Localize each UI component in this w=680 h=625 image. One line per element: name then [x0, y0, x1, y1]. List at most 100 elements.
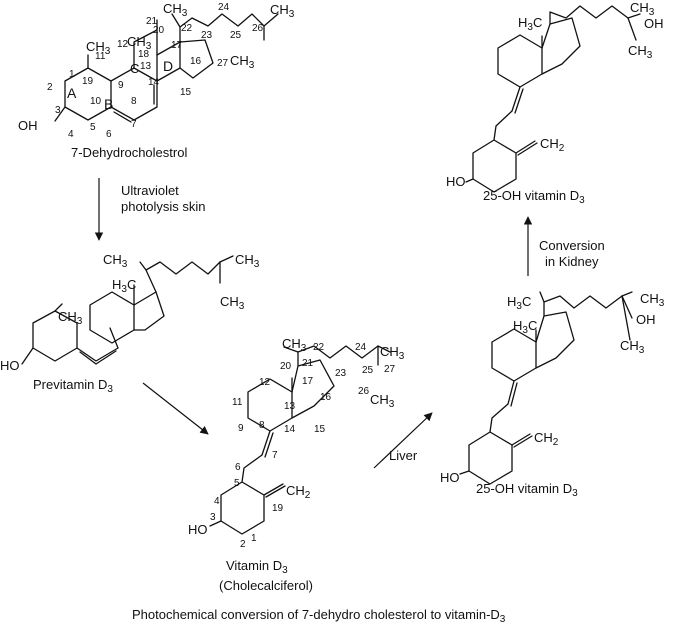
atom-number: 5 [90, 122, 96, 133]
labels-25-oh-vitamin-d3-liver: H3C H3C CH3 OH CH3 CH2 HO [440, 291, 665, 485]
atom-number: 17 [302, 376, 314, 387]
atom-number: 5 [234, 478, 240, 489]
ch3-26: CH3 [270, 2, 295, 20]
ch3-19: CH3 [58, 309, 83, 327]
atom-number: 18 [138, 49, 150, 60]
atom-number: 11 [95, 51, 106, 62]
name-cholecalciferol: (Cholecalciferol) [219, 578, 313, 593]
ring-letter-d: D [163, 58, 173, 74]
h3c-21: H3C [518, 15, 542, 33]
atom-number: 13 [140, 61, 152, 72]
ch2-19: CH2 [534, 430, 559, 448]
labels-vitamin-d3: CH3 CH3 CH3 CH2 HO 1 2 3 4 5 6 7 8 9 11 … [188, 336, 405, 550]
labels-previtamin-d3: CH3 CH3 CH3 H3C CH3 HO [0, 252, 260, 373]
label-liver: Liver [389, 448, 418, 463]
atom-number: 6 [235, 462, 241, 473]
atom-number: 14 [284, 424, 296, 435]
ho-3: HO [440, 470, 460, 485]
atom-number: 27 [217, 58, 229, 69]
ch3-18: CH3 [127, 34, 152, 52]
atom-number: 19 [82, 76, 94, 87]
oh-3: OH [18, 118, 38, 133]
ch2-19: CH2 [540, 136, 565, 154]
atom-number: 8 [131, 96, 137, 107]
ho-3: HO [0, 358, 20, 373]
ch3-26: CH3 [630, 0, 655, 18]
atom-number: 4 [214, 496, 220, 507]
ch3-26: CH3 [380, 344, 405, 362]
label-kidney-line1: Conversion [539, 238, 605, 253]
atom-number: 12 [259, 377, 271, 388]
labels-25-oh-vitamin-d3-kidney: H3C CH3 OH CH3 CH2 HO [446, 0, 664, 189]
atom-number: 22 [313, 342, 325, 353]
atom-number: 23 [335, 368, 347, 379]
ch3-26: CH3 [640, 291, 665, 309]
ring-letter-a: A [67, 85, 77, 101]
atom-number: 10 [90, 96, 102, 107]
atom-number: 1 [251, 533, 257, 544]
ho-3: HO [188, 522, 208, 537]
ch3-21: CH3 [103, 252, 128, 270]
h3c-18: H3C [513, 318, 537, 336]
oh-25: OH [636, 312, 656, 327]
figure-caption: Photochemical conversion of 7-dehydro ch… [132, 607, 506, 625]
atom-number: 7 [131, 119, 137, 130]
atom-number: 7 [272, 450, 278, 461]
atom-number: 16 [190, 56, 202, 67]
atom-number: 3 [55, 105, 61, 116]
molecule-25-oh-vitamin-d3-liver [459, 291, 633, 485]
atom-number: 4 [68, 129, 74, 140]
atom-number: 14 [148, 77, 160, 88]
atom-number: 26 [252, 23, 264, 34]
atom-number: 15 [180, 87, 192, 98]
atom-number: 6 [106, 129, 112, 140]
name-25-oh-vitamin-d3-liver: 25-OH vitamin D3 [476, 481, 578, 499]
atom-number: 15 [314, 424, 326, 435]
arrow-liver [373, 412, 433, 469]
labels-7-dehydrocholesterol: CH3 CH3 CH3 CH3 CH3 OH C A B D 1 2 3 4 5… [18, 1, 295, 140]
ch3-26: CH3 [235, 252, 260, 270]
atom-number: 26 [358, 386, 370, 397]
atom-number: 9 [238, 423, 244, 434]
atom-number: 8 [259, 420, 265, 431]
ch3-27: CH3 [230, 53, 255, 71]
ch3-19: CH3 [86, 39, 111, 57]
ch3-27: CH3 [628, 43, 653, 61]
atom-number: 20 [280, 361, 292, 372]
atom-number: 12 [117, 39, 129, 50]
ch3-21: CH3 [163, 1, 188, 19]
name-25-oh-vitamin-d3-kidney: 25-OH vitamin D3 [483, 188, 585, 206]
atom-number: 22 [181, 23, 193, 34]
ho-3: HO [446, 174, 466, 189]
ring-letter-b: B [104, 96, 113, 112]
atom-number: 21 [302, 358, 314, 369]
atom-number: 24 [218, 2, 230, 13]
ch3-21: CH3 [282, 336, 307, 354]
atom-number: 25 [230, 30, 242, 41]
label-uv-line1: Ultraviolet [121, 183, 179, 198]
atom-number: 13 [284, 401, 296, 412]
ch2-19: CH2 [286, 483, 311, 501]
name-vitamin-d3: Vitamin D3 [226, 558, 288, 576]
name-previtamin-d3: Previtamin D3 [33, 377, 113, 395]
name-7-dehydrocholesterol: 7-Dehydrocholestrol [71, 145, 187, 160]
h3c-21: H3C [507, 294, 531, 312]
label-uv-line2: photolysis skin [121, 199, 206, 214]
atom-number: 1 [69, 69, 75, 80]
atom-number: 21 [146, 16, 158, 27]
atom-number: 23 [201, 30, 213, 41]
atom-number: 24 [355, 342, 367, 353]
arrow-to-vitamin-d3 [142, 382, 209, 435]
molecule-7-dehydrocholesterol [54, 13, 279, 123]
label-kidney-line2: in Kidney [545, 254, 599, 269]
atom-number: 2 [47, 82, 53, 93]
atom-number: 9 [118, 80, 124, 91]
atom-number: 27 [384, 364, 396, 375]
atom-number: 3 [210, 512, 216, 523]
ch3-27: CH3 [370, 392, 395, 410]
molecule-25-oh-vitamin-d3-kidney [465, 5, 641, 193]
atom-number: 16 [320, 392, 332, 403]
atom-number: 25 [362, 365, 374, 376]
h3c-18: H3C [112, 277, 136, 295]
